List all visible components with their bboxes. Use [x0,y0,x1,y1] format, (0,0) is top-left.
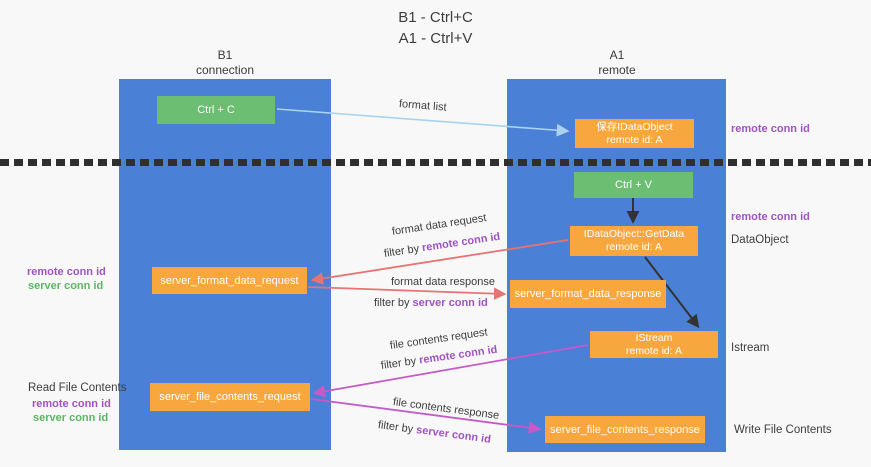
node-server-file-contents-request: server_file_contents_request [150,383,310,411]
node-server-format-data-response: server_format_data_response [510,280,666,308]
node-istream-line1: IStream [635,331,673,344]
node-ctrl-v-label: Ctrl + V [615,179,652,191]
annotation-remote-conn-id-mid: remote conn id [731,211,810,223]
header-b1-line1: B1 [217,48,233,62]
header-b1-connection: B1 connection [170,48,280,78]
arrow-format-data-request [310,239,569,285]
node-ctrl-c: Ctrl + C [157,96,275,124]
node-file-request-label: server_file_contents_request [159,391,301,403]
server-conn-id-text: server conn id [412,297,488,309]
annotation-left-bottom-server-conn-id: server conn id [33,412,109,424]
arrow-file-contents-request [312,344,589,398]
arrow-file-contents-response [310,398,542,434]
annotation-istream: Istream [731,342,770,354]
label-format-data-response: format data response [391,276,495,288]
node-server-format-data-request: server_format_data_request [152,267,307,294]
header-a1-line2: remote [598,63,636,77]
node-saved-idataobject-line1: 保存IDataObject [596,120,673,133]
annotation-dataobject: DataObject [731,234,789,246]
header-a1-remote: A1 remote [562,48,672,78]
node-format-response-label: server_format_data_response [514,288,662,300]
arrow-format-data-response [307,286,507,300]
annotation-write-file-contents: Write File Contents [734,424,832,436]
arrow-format-list [276,108,570,137]
node-file-response-label: server_file_contents_response [550,423,700,436]
phase-divider-dashed-line [0,159,871,166]
diagram-title: B1 - Ctrl+C A1 - Ctrl+V [0,7,871,49]
node-istream-line2: remote id: A [625,344,683,357]
annotation-left-bottom-remote-conn-id: remote conn id [32,398,111,410]
node-ctrl-v: Ctrl + V [574,172,693,198]
node-ctrl-c-label: Ctrl + C [197,104,235,116]
node-saved-idataobject: 保存IDataObject remote id: A [575,119,694,148]
arrow-getdata-to-istream [644,256,700,329]
annotation-remote-conn-id-top: remote conn id [731,123,810,135]
node-saved-idataobject-line2: remote id: A [606,133,663,146]
filter-by-text: filter by [374,297,410,309]
annotation-read-file-contents: Read File Contents [28,382,127,394]
diagram-title-line1: B1 - Ctrl+C [398,9,473,26]
node-server-file-contents-response: server_file_contents_response [545,416,705,443]
node-istream: IStream remote id: A [590,331,718,358]
label-filter-by-server-1: filter by server conn id [374,297,488,309]
diagram-title-line2: A1 - Ctrl+V [398,30,473,47]
header-a1-line1: A1 [609,48,625,62]
node-getdata-line2: remote id: A [605,241,663,253]
annotation-left-remote-conn-id: remote conn id [27,266,106,278]
node-idataobject-getdata: IDataObject::GetData remote id: A [570,226,698,256]
annotation-left-server-conn-id: server conn id [28,280,104,292]
node-format-request-label: server_format_data_request [160,274,299,287]
node-getdata-line1: IDataObject::GetData [583,228,685,240]
header-b1-line2: connection [195,63,255,77]
